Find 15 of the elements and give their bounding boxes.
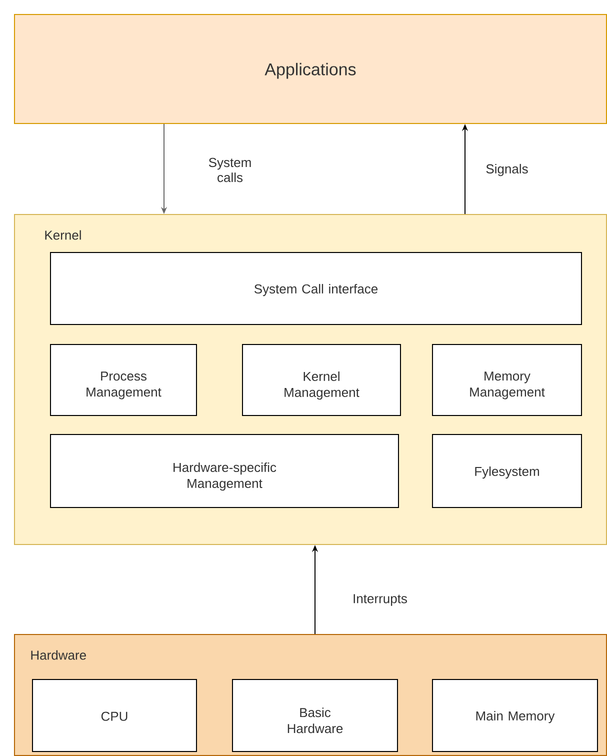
edge-label: Signals: [486, 164, 528, 176]
component-box: CPU: [32, 679, 197, 752]
component-box: Hardware-specific Management: [50, 434, 399, 508]
component-box: Memory Management: [432, 344, 582, 416]
layer-box: Applications: [14, 14, 607, 124]
layer-label: Kernel: [45, 230, 81, 240]
component-box: Main Memory: [432, 679, 598, 752]
component-box: Kernel Management: [242, 344, 401, 416]
edge-label: Interrupts: [354, 594, 407, 606]
component-box: System Call interface: [50, 252, 582, 325]
component-box: Fylesystem: [432, 434, 582, 508]
component-box: Process Management: [50, 344, 197, 416]
layer-label: Hardware: [31, 650, 86, 660]
edge-label: System calls: [208, 158, 251, 182]
component-box: Basic Hardware: [232, 679, 398, 752]
